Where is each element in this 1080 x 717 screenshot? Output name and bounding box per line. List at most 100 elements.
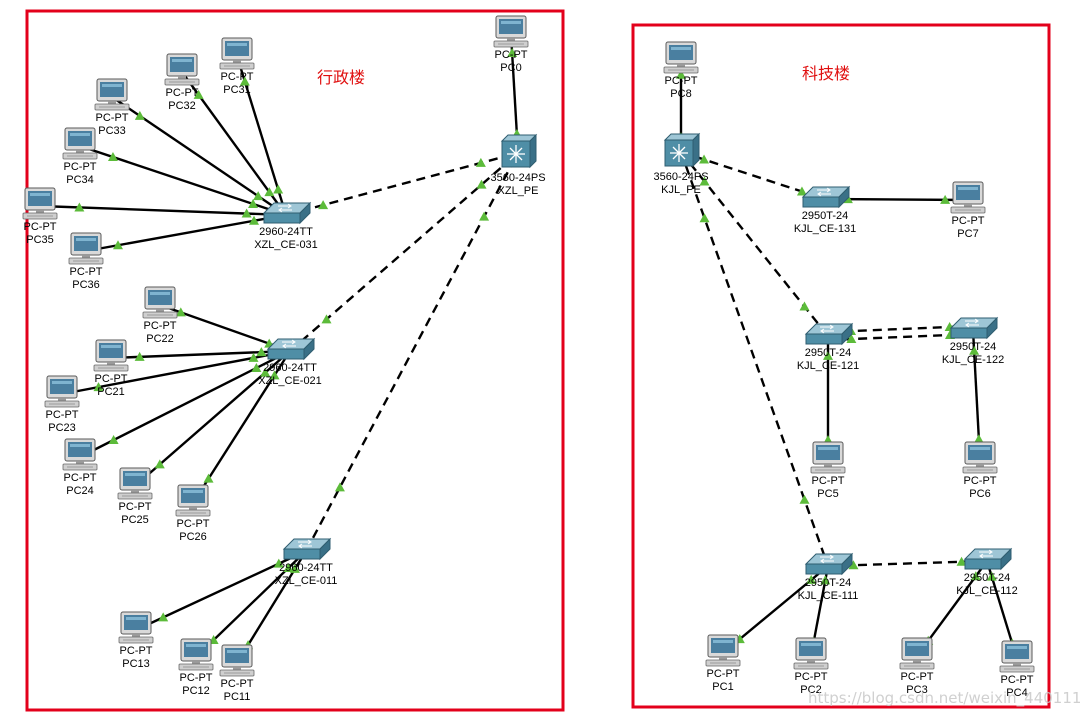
port-KJL_CE-121-to-KJL_CE-122 [846, 334, 857, 344]
device-name-label: PC6 [969, 488, 990, 500]
switch-icon [267, 338, 315, 360]
port-PC36-to-XZL_CE-031 [113, 240, 123, 250]
device-model-label: PC-PT [221, 71, 254, 83]
port-XZL_CE-031-to-PC35 [241, 208, 252, 218]
port-XZL_CE-011-to-PC11 [289, 563, 300, 573]
device-model-label: PC-PT [64, 472, 97, 484]
device-model-label: 2950T-24 [805, 347, 851, 359]
port-PC7-to-KJL_CE-131 [940, 194, 951, 204]
device-model-label: PC-PT [177, 518, 210, 530]
device-name-label: PC25 [121, 514, 149, 526]
port-PC23-to-XZL_CE-021 [93, 382, 104, 392]
port-XZL_CE-021-to-PC21 [256, 347, 267, 357]
port-XZL_CE-021-to-PC26 [269, 370, 280, 380]
device-model-label: PC-PT [795, 671, 828, 683]
link-KJL_CE-111-KJL_CE-112[interactable] [827, 559, 988, 568]
region-label-kjl: 科技楼 [802, 64, 850, 83]
device-name-label: PC22 [146, 333, 174, 345]
pc-icon [22, 187, 58, 220]
device-name-label: KJL_CE-122 [942, 354, 1004, 366]
device-name-label: PC13 [122, 658, 150, 670]
port-PC35-to-XZL_CE-031 [74, 202, 85, 212]
switch-icon [950, 317, 998, 339]
device-model-label: PC-PT [180, 672, 213, 684]
port-XZL_PE-to-XZL_CE-031 [475, 157, 486, 167]
pc-icon [93, 339, 129, 372]
device-model-label: 2960-24TT [263, 362, 317, 374]
pc-icon [62, 438, 98, 471]
port-XZL_CE-011-to-PC13 [273, 558, 284, 568]
device-model-label: PC-PT [665, 75, 698, 87]
device-model-label: PC-PT [144, 320, 177, 332]
device-model-label: 2960-24TT [259, 226, 313, 238]
pc-icon [94, 78, 130, 111]
device-name-label: PC36 [72, 279, 100, 291]
port-PC34-to-XZL_CE-031 [107, 152, 118, 162]
device-model-label: PC-PT [901, 671, 934, 683]
switch-icon [283, 538, 331, 560]
device-model-label: PC-PT [46, 409, 79, 421]
port-XZL_PE-to-XZL_CE-021 [476, 179, 487, 189]
device-name-label: PC7 [957, 228, 978, 240]
pc-icon [219, 37, 255, 70]
pc-icon [219, 644, 255, 677]
pc-icon [899, 637, 935, 670]
pc-icon [962, 441, 998, 474]
kjl-building-frame [631, 23, 1051, 709]
pc-icon [164, 53, 200, 86]
device-model-label: PC-PT [119, 501, 152, 513]
port-XZL_CE-011-to-XZL_PE [334, 482, 345, 492]
pc-icon [118, 611, 154, 644]
pc-icon [950, 181, 986, 214]
port-XZL_CE-021-to-PC25 [260, 367, 271, 377]
device-model-label: PC-PT [120, 645, 153, 657]
port-KJL_CE-122-to-PC6 [969, 345, 980, 355]
port-XZL_CE-031-to-PC31 [273, 184, 284, 194]
device-name-label: KJL_CE-111 [798, 590, 859, 602]
device-name-label: KJL_CE-131 [794, 223, 856, 235]
port-KJL_CE-111-to-PC2 [820, 575, 831, 585]
port-XZL_CE-021-to-PC23 [248, 352, 259, 362]
port-KJL_CE-111-to-KJL_PE [799, 494, 810, 504]
device-name-label: PC32 [168, 100, 196, 112]
port-KJL_PE-to-KJL_CE-121 [699, 176, 710, 186]
device-model-label: PC-PT [964, 475, 997, 487]
pc-icon [663, 41, 699, 74]
device-model-label: 2950T-24 [802, 210, 848, 222]
switch-icon [805, 553, 853, 575]
